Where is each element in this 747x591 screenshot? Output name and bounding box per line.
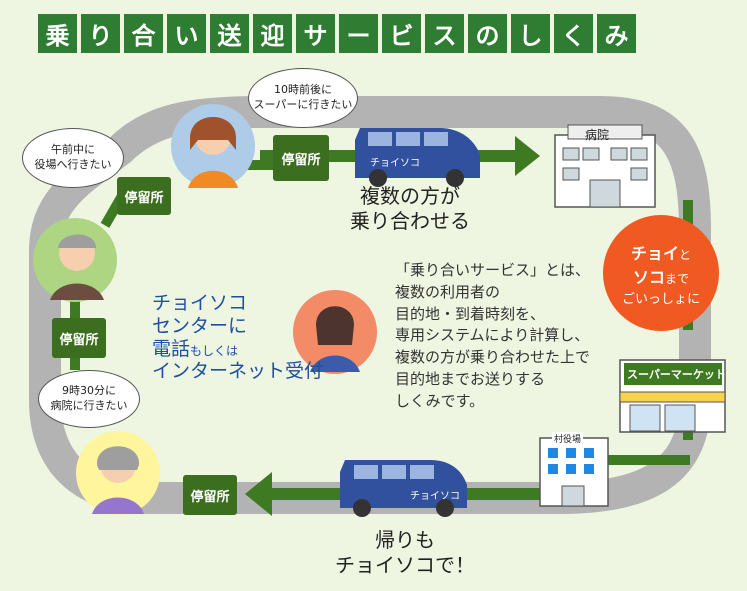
woman-bottom-avatar xyxy=(76,431,160,515)
caption-line: 乗り合わせる xyxy=(350,209,470,233)
title-char: い xyxy=(167,14,206,53)
van-bottom xyxy=(340,460,467,517)
supermarket-label: スーパーマーケット xyxy=(627,368,726,381)
title-char: 合 xyxy=(124,14,163,53)
title-char: サ xyxy=(296,14,335,53)
badge-line-3: ごいっしょに xyxy=(621,291,700,307)
title-char: 迎 xyxy=(253,14,292,53)
center-line: センターに xyxy=(152,314,248,337)
title-char: ビ xyxy=(382,14,421,53)
choisoko-badge: チョイと ソコまで ごいっしょに xyxy=(603,215,719,331)
caption-line: チョイソコで！ xyxy=(335,553,475,577)
title-char: ス xyxy=(425,14,464,53)
phone-text: 電話 xyxy=(152,337,191,360)
badge-to: と xyxy=(679,247,692,262)
title-char: み xyxy=(597,14,636,53)
title-char: 送 xyxy=(210,14,249,53)
operator-avatar xyxy=(293,290,377,374)
service-description: 「乗り合いサービス」とは、 複数の利用者の 目的地・到着時刻を、 専用システムに… xyxy=(395,261,591,410)
woman-top-avatar xyxy=(171,104,255,188)
badge-made: まで xyxy=(665,271,690,286)
return-caption: 帰りも チョイソコで！ xyxy=(325,528,485,578)
page-title: 乗 り 合 い 送 迎 サ ー ビ ス の し く み xyxy=(38,14,636,53)
caption-line: 複数の方が xyxy=(360,184,460,208)
badge-soko: ソコ xyxy=(632,267,665,287)
caption-line: 帰りも xyxy=(375,528,435,552)
title-char: 乗 xyxy=(38,14,77,53)
village-office-label: 村役場 xyxy=(552,432,584,445)
bus-stop-upper-left: 停留所 xyxy=(117,177,171,215)
badge-choi: チョイ xyxy=(630,243,679,263)
title-char: し xyxy=(511,14,550,53)
van-bottom-logo: チョイソコ xyxy=(410,491,460,502)
or-text: もしくは xyxy=(190,343,239,358)
hospital-label: 病院 xyxy=(585,128,610,142)
village-office-building xyxy=(539,437,609,507)
title-char: り xyxy=(81,14,120,53)
title-char: く xyxy=(554,14,593,53)
badge-line-2: ソコまで xyxy=(633,264,689,288)
center-reception-text: チョイソコ センターに 電話もしくは インターネット受付 xyxy=(152,292,323,383)
man-left-avatar xyxy=(33,218,117,302)
title-char: ー xyxy=(339,14,378,53)
bus-stop-top: 停留所 xyxy=(273,135,329,181)
badge-line-1: チョイと xyxy=(631,240,691,264)
van-top-logo: チョイソコ xyxy=(370,158,420,169)
bus-stop-bottom: 停留所 xyxy=(183,475,237,515)
speech-bubble-left: 午前中に 役場へ行きたい xyxy=(22,128,124,188)
van-top xyxy=(355,128,480,187)
supermarket-building xyxy=(619,359,726,433)
center-line: 電話もしくは xyxy=(152,338,323,361)
title-char: の xyxy=(468,14,507,53)
speech-bubble-top: 10時前後に スーパーに行きたい xyxy=(248,68,358,128)
hospital-building xyxy=(554,124,656,208)
shared-ride-caption: 複数の方が 乗り合わせる xyxy=(345,184,475,234)
center-line: チョイソコ xyxy=(152,292,248,314)
bus-stop-left: 停留所 xyxy=(52,318,106,358)
speech-bubble-bottom: 9時30分に 病院に行きたい xyxy=(38,370,140,428)
center-line: インターネット受付 xyxy=(152,360,324,383)
